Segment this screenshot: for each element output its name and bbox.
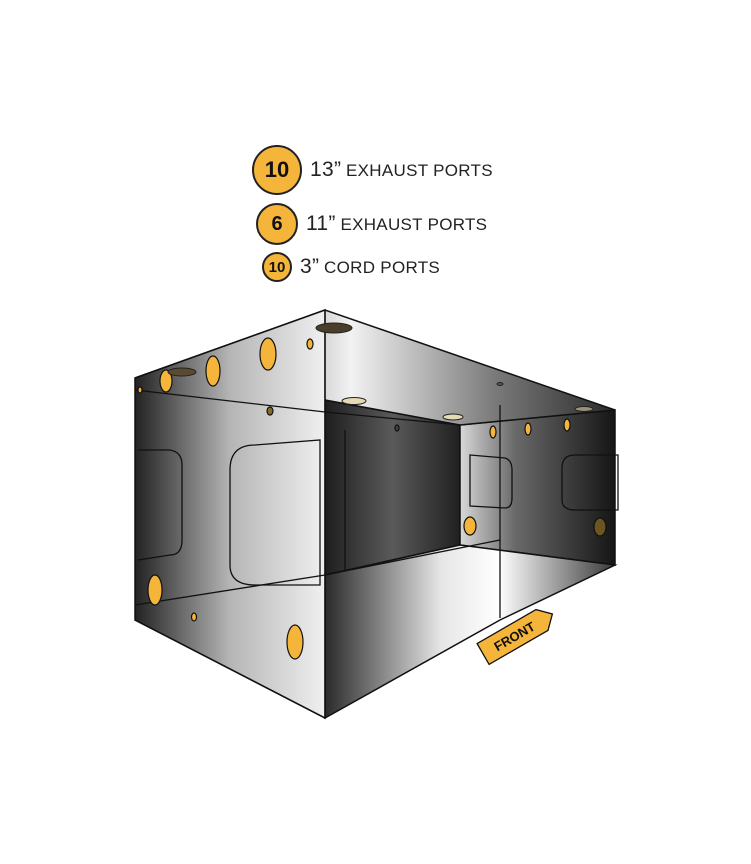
- port-size-11in: 11”: [306, 212, 336, 235]
- legend-row-13in: 10 13” EXHAUST PORTS: [252, 145, 493, 195]
- port-11in: [563, 418, 571, 432]
- port-label-3in: CORD PORTS: [324, 258, 441, 277]
- roof-port-3in: [496, 382, 504, 386]
- count-badge-13in: 10: [252, 145, 302, 195]
- port-13in: [159, 369, 173, 393]
- roof-port-13in: [442, 413, 464, 421]
- port-13in: [205, 355, 221, 387]
- port-label-11in: EXHAUST PORTS: [340, 215, 488, 234]
- door-panels: [137, 439, 619, 586]
- port-3in: [190, 612, 198, 622]
- legend-row-3in: 10 3” CORD PORTS: [262, 252, 440, 282]
- roof-port-13in: [167, 367, 197, 377]
- port-size-3in: 3”: [300, 255, 320, 278]
- count-badge-3in: 10: [262, 252, 292, 282]
- roof-ports: [167, 322, 594, 421]
- roof-port-13in: [574, 406, 594, 412]
- port-label-13in: EXHAUST PORTS: [346, 161, 493, 180]
- port-3in: [306, 338, 314, 350]
- ports: [137, 337, 607, 660]
- roof-port-13in: [341, 397, 367, 405]
- port-11in: [524, 422, 532, 436]
- port-13in: [286, 624, 304, 660]
- port-11in: [489, 425, 497, 439]
- port-3in: [266, 406, 274, 416]
- legend-row-11in: 6 11” EXHAUST PORTS: [256, 203, 487, 245]
- port-3in: [394, 424, 400, 432]
- port-11in: [463, 516, 477, 536]
- floor-panel: [324, 544, 618, 720]
- port-13in: [259, 337, 277, 371]
- count-badge-11in: 6: [256, 203, 298, 245]
- roof-port-13in: [315, 322, 353, 334]
- port-3in: [137, 386, 143, 394]
- port-size-13in: 13”: [310, 158, 342, 181]
- port-11in: [593, 517, 607, 537]
- right-wall: [459, 409, 616, 566]
- frame-lines: [134, 310, 501, 719]
- port-13in: [147, 574, 163, 606]
